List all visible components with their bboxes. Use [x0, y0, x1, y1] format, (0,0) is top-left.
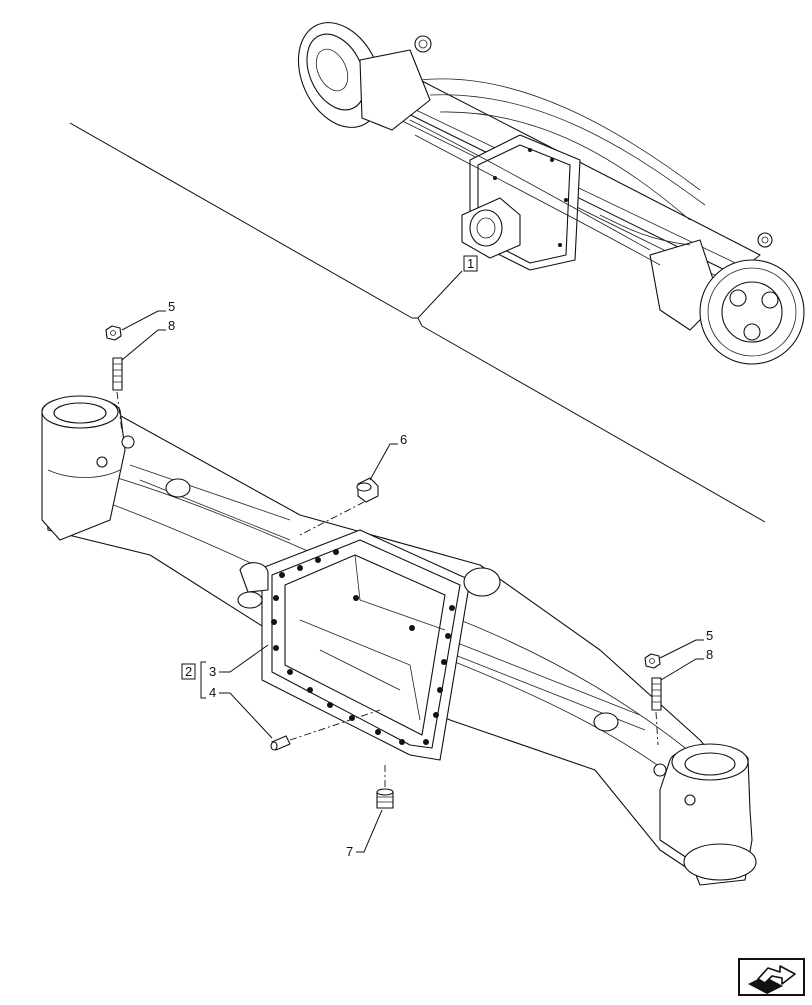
nut-right: [644, 653, 661, 669]
callout-5-lower-label: 5: [706, 628, 713, 643]
complete-axle-assembly: [297, 22, 805, 365]
left-wheel-hub: [297, 22, 432, 131]
callout-7: 7: [346, 809, 383, 859]
callout-3-label: 3: [209, 664, 216, 679]
callout-5-upper-label: 5: [168, 299, 175, 314]
dowel-pin: [270, 735, 291, 751]
right-kingpin-boss: [653, 743, 757, 886]
callout-5-lower: 5: [659, 628, 713, 659]
callout-8-upper-label: 8: [168, 318, 175, 333]
stud-right: [651, 677, 662, 711]
callout-2-label: 2: [185, 664, 192, 679]
bushing: [356, 477, 379, 503]
stud-upper-left: [112, 357, 123, 391]
callout-1-label: 1: [467, 256, 474, 271]
callout-7-label: 7: [346, 844, 353, 859]
center-differential-housing: [461, 134, 581, 271]
left-kingpin-boss: [41, 395, 135, 541]
center-flange: [261, 529, 471, 761]
callout-8-upper: 8: [121, 318, 175, 361]
callout-2-group: 2 3 4: [181, 644, 273, 739]
callout-6: 6: [369, 432, 407, 481]
callout-6-label: 6: [400, 432, 407, 447]
right-wheel-hub: [649, 232, 805, 365]
plug: [376, 788, 394, 809]
axle-housing: [41, 395, 757, 886]
nut-upper-left: [105, 325, 122, 341]
callout-4-label: 4: [209, 685, 216, 700]
callout-5-upper: 5: [121, 299, 175, 331]
callout-8-lower: 8: [660, 647, 713, 681]
section-divider: [69, 122, 766, 523]
callout-1: 1: [412, 255, 478, 327]
next-page-arrow-icon[interactable]: [738, 958, 805, 996]
callout-8-lower-label: 8: [706, 647, 713, 662]
